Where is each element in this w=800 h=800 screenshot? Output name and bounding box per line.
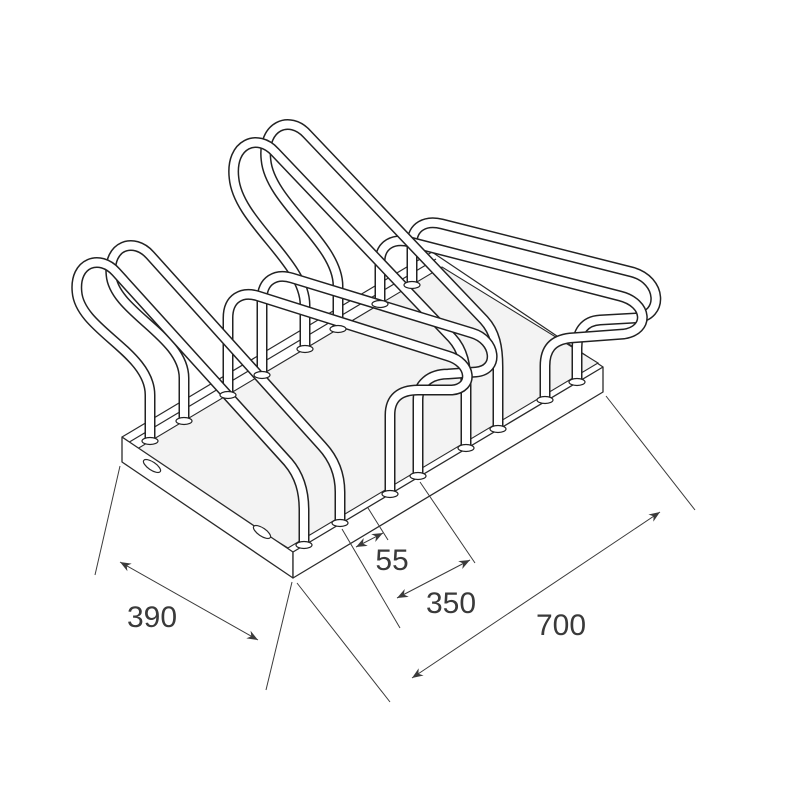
tube-collars [141, 280, 586, 550]
collar [371, 299, 389, 309]
collar [457, 443, 475, 453]
extension-line [265, 581, 293, 691]
collar [141, 436, 159, 446]
extension-line [341, 528, 401, 629]
slot [142, 458, 162, 474]
collar [409, 471, 427, 481]
extension-line [296, 582, 391, 703]
collar [295, 540, 313, 550]
collar [296, 344, 314, 354]
dimension-arrow [355, 532, 384, 548]
dimension-390: 390 [94, 465, 293, 691]
collar [536, 395, 554, 405]
dimension-label: 350 [426, 587, 476, 620]
collar [403, 280, 421, 290]
dimension-arrow [396, 559, 471, 599]
collar [331, 518, 349, 528]
dimension-label: 55 [375, 544, 408, 577]
collar [253, 370, 271, 380]
collar [175, 416, 193, 426]
dimension-arrow [119, 561, 259, 641]
extension-line [605, 395, 696, 511]
extension-line [367, 507, 389, 541]
collar [381, 489, 399, 499]
collar [329, 324, 347, 334]
dimension-350: 350 [341, 481, 476, 629]
slot [252, 524, 272, 540]
collar [568, 377, 586, 387]
extension-line [94, 465, 121, 576]
dimension-arrow [411, 511, 661, 679]
dimension-label: 390 [127, 601, 177, 634]
dimension-55: 55 [355, 507, 409, 577]
extension-line [419, 481, 476, 564]
dimension-700: 700 [296, 395, 696, 703]
dimension-label: 700 [536, 609, 586, 642]
collar [219, 390, 237, 400]
collar [489, 424, 507, 434]
